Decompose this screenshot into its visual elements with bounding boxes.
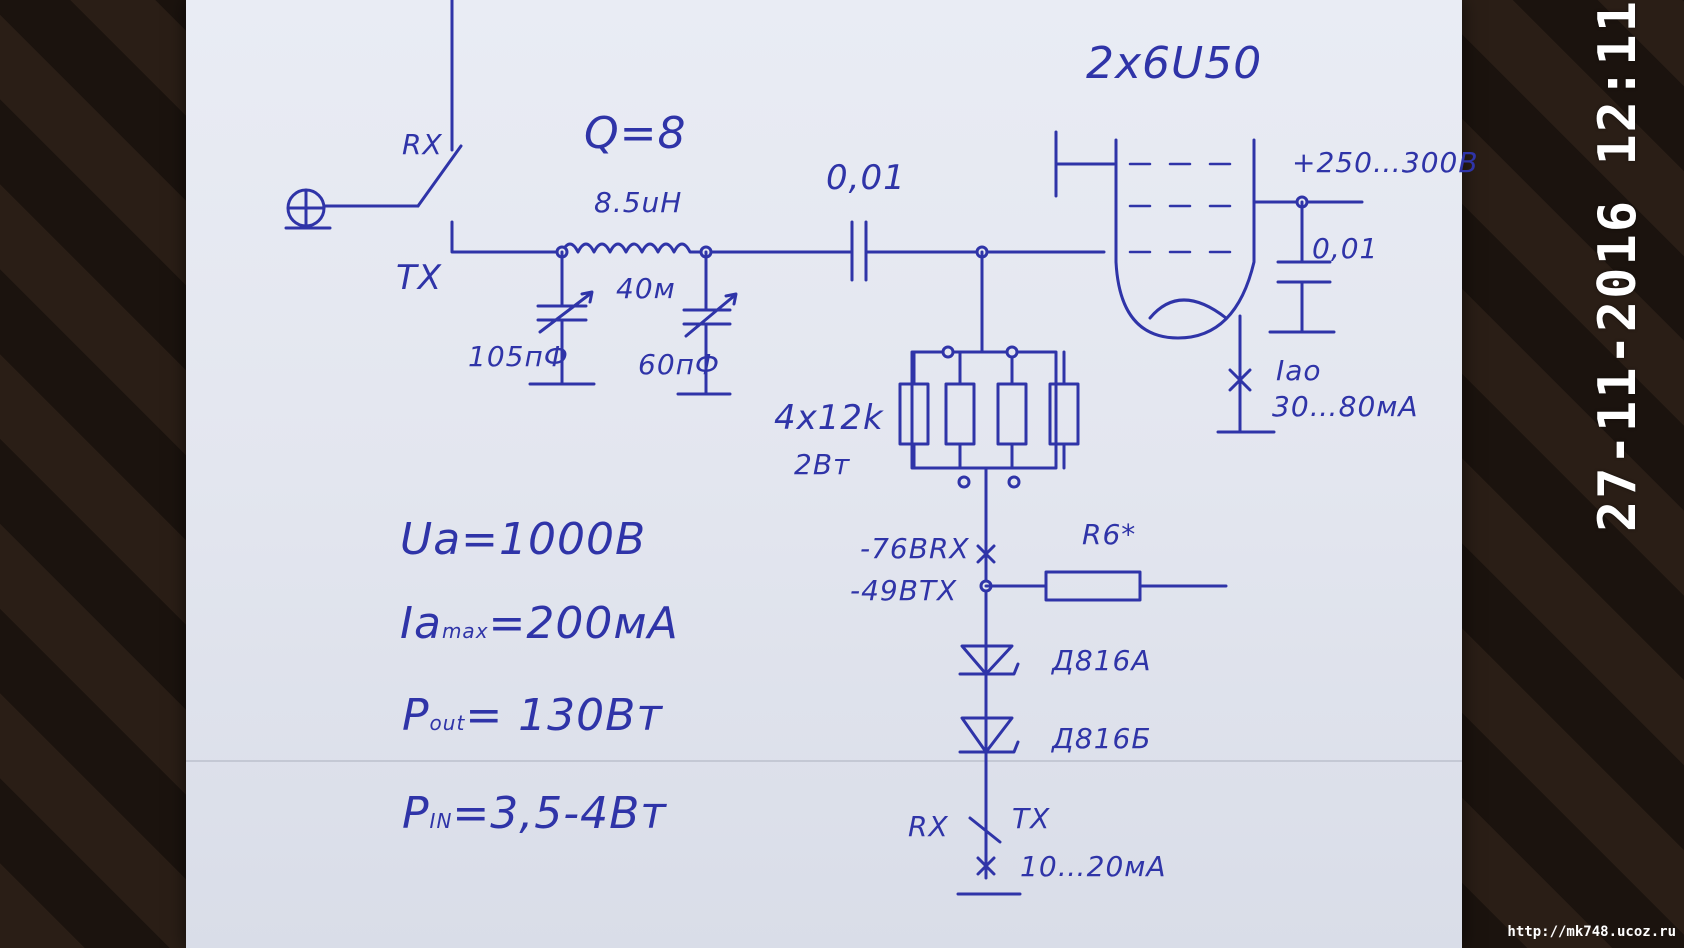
bypass-capacitor: [1268, 200, 1336, 334]
r6-label: R6*: [1082, 518, 1137, 551]
spec-output-power-symbol: P: [402, 690, 430, 741]
spec-output-power: Pout= 130Вт: [402, 690, 663, 741]
bias-break-mark-2: [976, 856, 996, 876]
zener-1-label: Д816А: [1052, 644, 1152, 677]
switch-rx-label: RX: [402, 128, 443, 161]
resistor-bank-label: 4x12k: [774, 398, 884, 438]
supply-voltage-label: +250…300В: [1292, 146, 1479, 179]
grid-bias-rx-label: -76ВRX: [860, 532, 970, 565]
spec-anode-current-symbol: Ia: [400, 598, 442, 649]
bias-break-mark: [976, 544, 996, 564]
tube-label: 2x6U50: [1086, 38, 1263, 89]
paper-sheet: [186, 0, 1462, 948]
tx-contact-wire: [450, 220, 564, 254]
variable-cap-1-label: 105пФ: [468, 340, 569, 373]
cathode-break-mark: [1228, 368, 1252, 392]
variable-cap-2-label: 60пФ: [638, 348, 721, 381]
bias-switch-tx-label: TX: [1012, 802, 1051, 835]
bias-current-label: 10…20мА: [1020, 850, 1167, 883]
zener-2-label: Д816Б: [1052, 722, 1152, 755]
spec-output-power-value: = 130Вт: [465, 690, 663, 741]
spec-anode-current: Iamax=200мА: [400, 598, 679, 649]
resistor-bank: [898, 345, 1080, 489]
bias-switch-rx-label: RX: [908, 810, 949, 843]
variable-capacitor-2: [676, 250, 738, 396]
bias-switch-blade: [968, 816, 1002, 844]
tube-6u50-icon: [1054, 130, 1256, 340]
spec-anode-voltage: Ua=1000В: [400, 514, 647, 565]
watermark-url: http://mk748.ucoz.ru: [1507, 924, 1676, 940]
spec-input-power: PIN=3,5-4Вт: [402, 788, 667, 839]
inductor-coil: [560, 242, 708, 254]
r6-resistor: [1044, 570, 1142, 602]
cathode-wire: [1216, 314, 1276, 434]
variable-capacitor-1: [528, 250, 596, 386]
bypass-cap-label: 0,01: [1312, 232, 1379, 265]
spec-output-power-sub: out: [429, 711, 466, 735]
paper-fold: [186, 760, 1462, 762]
zener-diode-1: [958, 644, 1020, 676]
band-label: 40м: [616, 272, 676, 305]
anode-current-symbol: Iао: [1276, 354, 1322, 387]
resistor-power-label: 2Вт: [794, 448, 851, 481]
switch-tx-label: TX: [396, 258, 443, 298]
input-connector-icon: [284, 188, 332, 230]
rx-tx-switch-blade: [416, 144, 463, 208]
spec-input-power-value: =3,5-4Вт: [452, 788, 667, 839]
coupling-cap-label: 0,01: [826, 158, 906, 198]
q-factor-label: Q=8: [584, 108, 687, 159]
photo-timestamp: 27-11-2016 12:11: [1588, 0, 1648, 532]
grid-bias-tx-label: -49ВTX: [850, 574, 958, 607]
spec-anode-current-sub: max: [441, 619, 489, 643]
spec-anode-current-value: =200мА: [488, 598, 679, 649]
zener-diode-2: [958, 716, 1020, 754]
spec-input-power-symbol: P: [402, 788, 430, 839]
spec-input-power-sub: IN: [429, 809, 453, 833]
anode-current-value: 30…80мА: [1272, 390, 1419, 423]
inductor-value-label: 8.5uH: [594, 186, 683, 219]
